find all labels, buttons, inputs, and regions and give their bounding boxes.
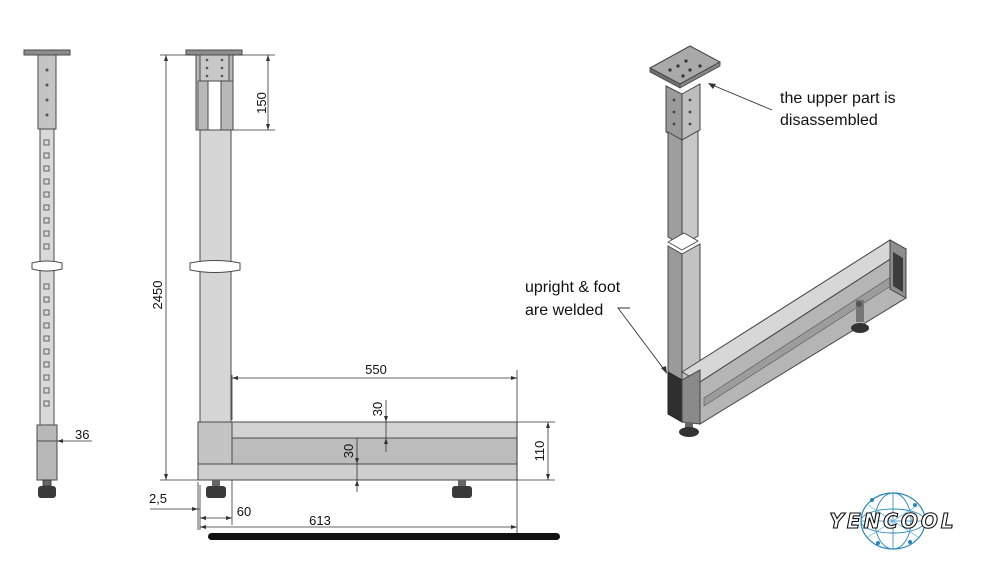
annotation-leaders (617, 83, 773, 374)
dimension-150: 150 (254, 92, 269, 114)
yencool-logo: YENCOOL (829, 492, 956, 550)
dimension-arrows (164, 55, 550, 529)
dimension-2450: 2450 (150, 281, 165, 310)
dimension-2-5: 2,5 (149, 491, 167, 506)
side-view-column (23, 49, 92, 498)
globe-icon (860, 492, 926, 550)
annotation-upper-line2: disassembled (780, 112, 878, 129)
annotation-upper-line1: the upper part is (780, 90, 896, 107)
dimension-36: 36 (75, 427, 89, 442)
logo-text: YENCOOL (829, 509, 956, 533)
dimension-30-lower: 30 (341, 444, 356, 458)
dimension-110: 110 (532, 441, 547, 462)
isometric-leg (648, 45, 907, 437)
dimension-30-upper: 30 (370, 402, 385, 416)
annotation-welded-line1: upright & foot (525, 279, 621, 296)
dimension-550: 550 (365, 362, 387, 377)
front-view-leg (185, 49, 560, 540)
dimension-613: 613 (309, 513, 331, 528)
dimension-lines (150, 54, 555, 533)
annotation-welded-line2: are welded (525, 302, 603, 319)
dimension-60: 60 (237, 504, 251, 519)
